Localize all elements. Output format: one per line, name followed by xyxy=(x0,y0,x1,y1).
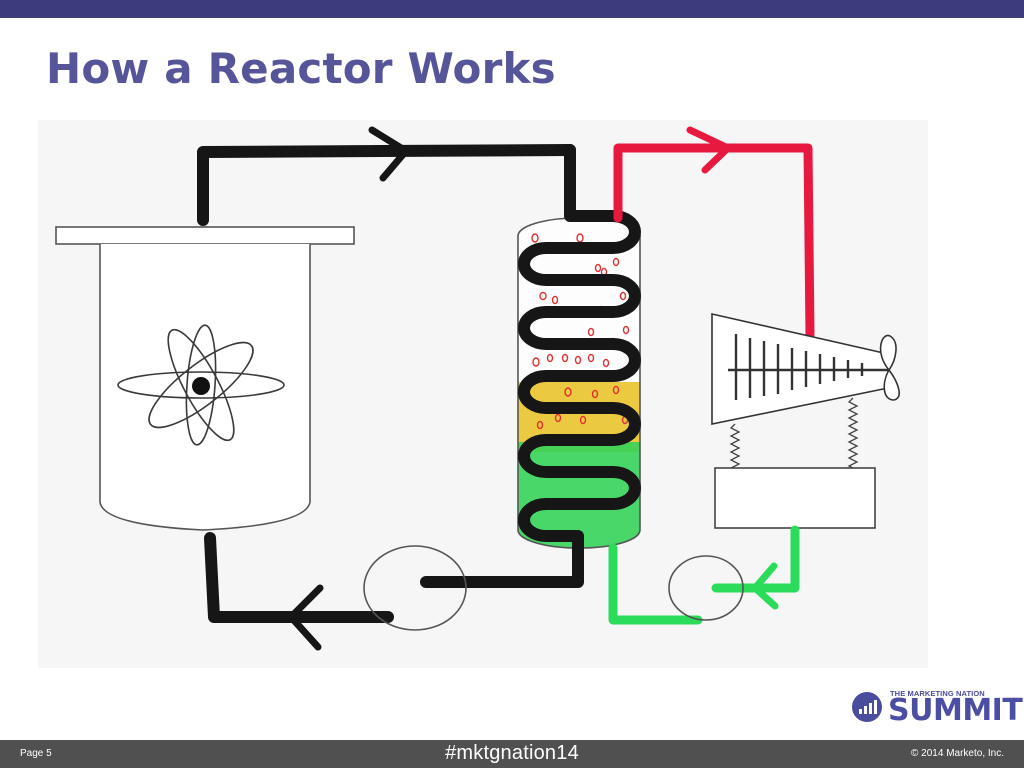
flow-arrow-left-icon xyxy=(287,584,324,651)
slide-title: How a Reactor Works xyxy=(46,44,556,93)
logo-wordmark: SUMMIT xyxy=(888,693,1023,728)
coupling-spring-right xyxy=(847,397,859,475)
top-accent-bar xyxy=(0,0,1024,18)
logo-mark-icon xyxy=(852,692,882,722)
primary-pump xyxy=(363,545,467,631)
reactor-diagram xyxy=(38,120,928,668)
page-number: Page 5 xyxy=(20,748,52,759)
footer-hashtag: #mktgnation14 xyxy=(445,742,579,764)
footer-bar: Page 5 #mktgnation14 © 2014 Marketo, Inc… xyxy=(0,740,1024,768)
condensate-arrow-icon xyxy=(751,562,779,610)
footer-copyright: © 2014 Marketo, Inc. xyxy=(911,748,1004,759)
atom-icon xyxy=(117,324,285,446)
primary-loop-bottom xyxy=(204,532,394,623)
generator xyxy=(714,467,876,529)
condensate-return-line xyxy=(608,543,703,625)
steam-line xyxy=(613,143,815,340)
propeller-icon xyxy=(879,334,900,401)
steam-arrow-icon xyxy=(686,126,732,174)
primary-coil xyxy=(420,144,641,588)
logo-tagline: THE MARKETING NATION xyxy=(890,689,985,698)
feedwater-pump xyxy=(668,555,744,621)
summit-logo: THE MARKETING NATION SUMMIT xyxy=(852,689,1023,729)
flow-arrow-right-icon xyxy=(368,126,410,182)
primary-loop-top xyxy=(197,144,576,226)
